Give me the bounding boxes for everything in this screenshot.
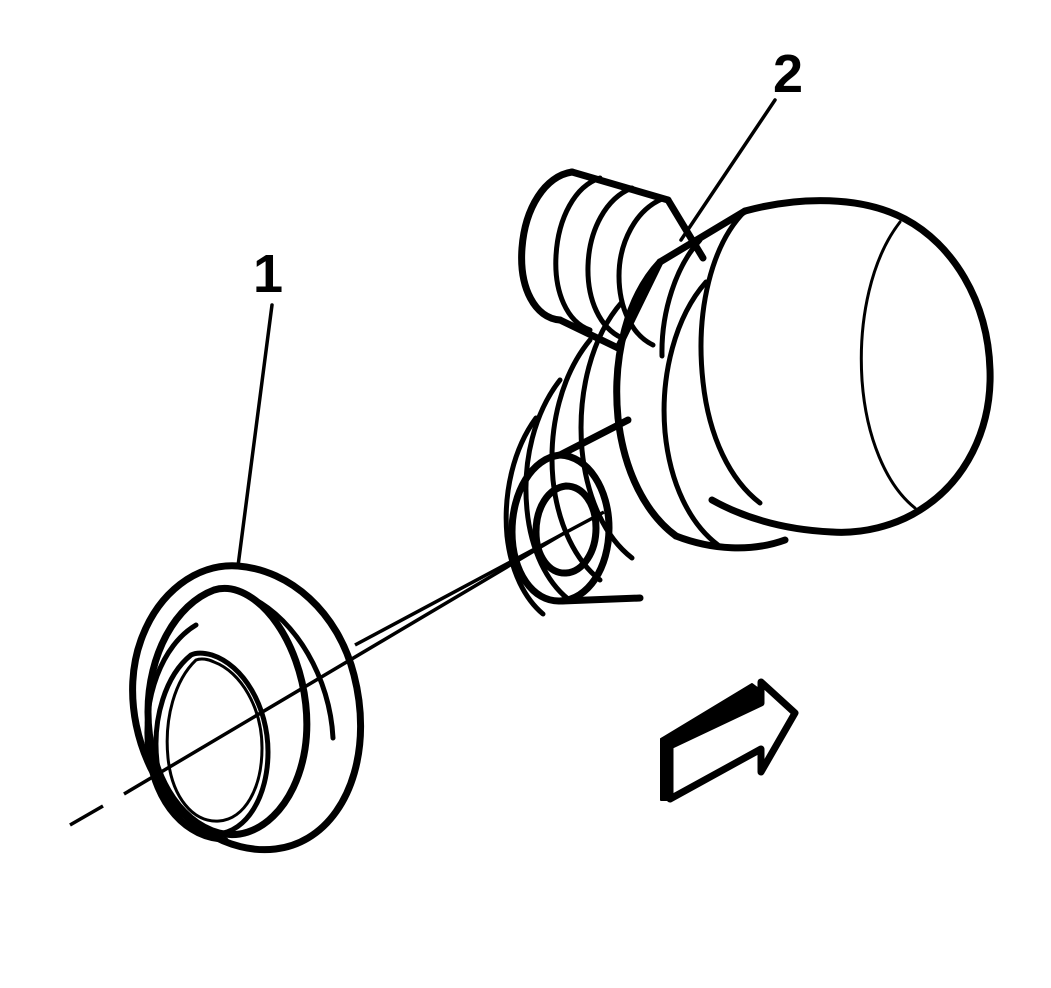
callout-2-label: 2 <box>773 44 803 104</box>
stub-rib-2 <box>585 185 635 341</box>
rear-body-outline <box>741 197 994 536</box>
mid-rib-4 <box>549 337 603 583</box>
part-ring-seal[interactable] <box>129 562 364 854</box>
direction-arrow-face <box>666 678 799 803</box>
nose-barrel-top <box>556 416 632 459</box>
rear-body-front-rim <box>698 208 763 506</box>
mid-rib-5 <box>523 377 571 602</box>
ring-outer-silhouette <box>129 562 364 854</box>
centerline-to-shaft <box>354 510 605 647</box>
step-shoulder-top <box>656 207 749 266</box>
ring-wall-right <box>249 595 336 741</box>
stub-to-body-step <box>664 196 707 262</box>
ring-bore-inner <box>165 657 264 823</box>
stub-bottom-edge <box>556 316 622 352</box>
stub-rib-1 <box>553 175 603 333</box>
mid-rib-1-outer <box>672 532 789 552</box>
callout-1[interactable]: 1 <box>236 244 283 568</box>
rear-body-inner-rim <box>859 220 917 510</box>
stub-rib-3 <box>616 196 665 348</box>
callout-2-leader-line <box>679 98 777 242</box>
part-stepped-shaft-housing[interactable] <box>503 168 994 617</box>
nose-barrel-bottom <box>558 594 644 605</box>
callout-1-label: 1 <box>253 244 283 304</box>
direction-arrow <box>660 678 799 803</box>
ring-bore-outer <box>153 650 271 837</box>
mid-rib-6 <box>503 415 546 617</box>
rear-body-lower-contour <box>708 496 836 536</box>
stub-outer-end-cap <box>518 168 576 324</box>
body-rib-near-stub <box>659 237 703 359</box>
stub-lower-step <box>614 258 664 352</box>
mid-rib-1 <box>613 258 680 540</box>
callout-2[interactable]: 2 <box>679 44 803 242</box>
centerline-main-run <box>123 530 567 796</box>
assembly-centerline <box>69 510 605 827</box>
callout-1-leader-line <box>236 303 274 568</box>
centerline-dash-left <box>69 804 104 827</box>
stub-top-edge <box>568 168 672 204</box>
front-nose-bore <box>532 482 600 577</box>
mid-rib-2 <box>661 279 721 548</box>
ring-rim-front-face <box>144 584 311 838</box>
